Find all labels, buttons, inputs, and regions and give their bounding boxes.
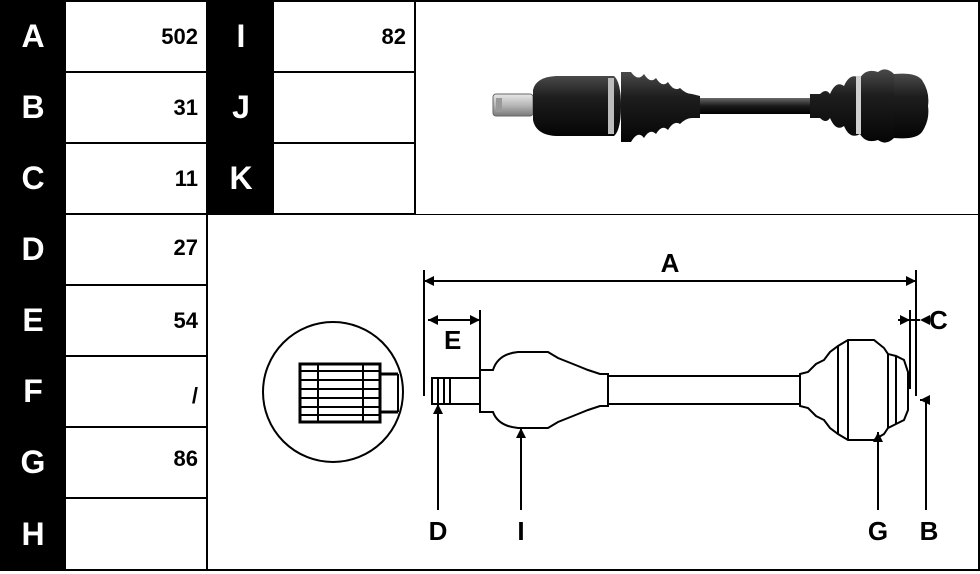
spec-letter: C [0,144,66,213]
spec-value [274,73,416,142]
spec-letter: K [208,144,274,213]
spec-row-f: F / [0,357,208,428]
label-g: G [868,516,888,546]
arrow-head [920,395,930,405]
column-divider [206,2,208,569]
spec-value [274,144,416,213]
shaft-outline [431,339,909,441]
spec-letter: H [0,499,66,569]
arrow-head [516,428,526,438]
label-e: E [444,325,461,355]
spec-row-d: D 27 [0,215,208,286]
spec-letter: I [208,2,274,71]
arrow-head [470,315,480,325]
spec-row-b: B 31 [0,73,208,144]
spec-row-c: C 11 [0,144,208,215]
spec-letter: A [0,2,66,71]
spec-value: 11 [174,165,198,191]
spec-value: 31 [173,94,198,120]
spec-letter: D [0,215,66,284]
spec-row-h: H [0,499,208,569]
label-i: I [517,516,524,546]
spec-letter: F [0,357,66,426]
drive-shaft-photo [492,69,929,143]
spline-detail-circle [262,321,404,463]
spec-row-e: E 54 [0,286,208,357]
drive-shaft-diagram: A E C D I G B [262,248,948,546]
spec-value: 82 [381,23,406,49]
arrow-head [428,315,438,325]
spec-value: 502 [161,23,198,49]
label-d: D [429,516,448,546]
arrow-head [906,276,916,286]
spec-letter: B [0,73,66,142]
spec-value: 54 [173,307,198,333]
spec-value: 27 [173,235,198,260]
spec-row-g: G 86 [0,428,208,499]
label-c: C [929,305,948,335]
row-divider [208,213,978,215]
spec-value [66,499,208,569]
spec-value: / [191,383,198,408]
spec-row-k: K [208,144,416,215]
spec-row-i: I 82 [208,2,416,73]
arrow-head [424,276,434,286]
arrow-head [920,315,930,325]
spec-letter: E [0,286,66,355]
spec-value: 86 [173,446,198,471]
arrow-head [873,432,883,442]
spec-row-a: A 502 [0,2,208,73]
arrow-head [900,315,910,325]
product-photo [416,2,978,214]
label-b: B [920,516,939,546]
spec-row-j: J [208,73,416,144]
technical-diagram: A E C D I G B [208,214,978,569]
column-divider [414,2,416,214]
spec-letter: G [0,428,66,497]
label-a: A [661,248,680,278]
spec-letter: J [208,73,274,142]
arrow-head [433,404,443,414]
